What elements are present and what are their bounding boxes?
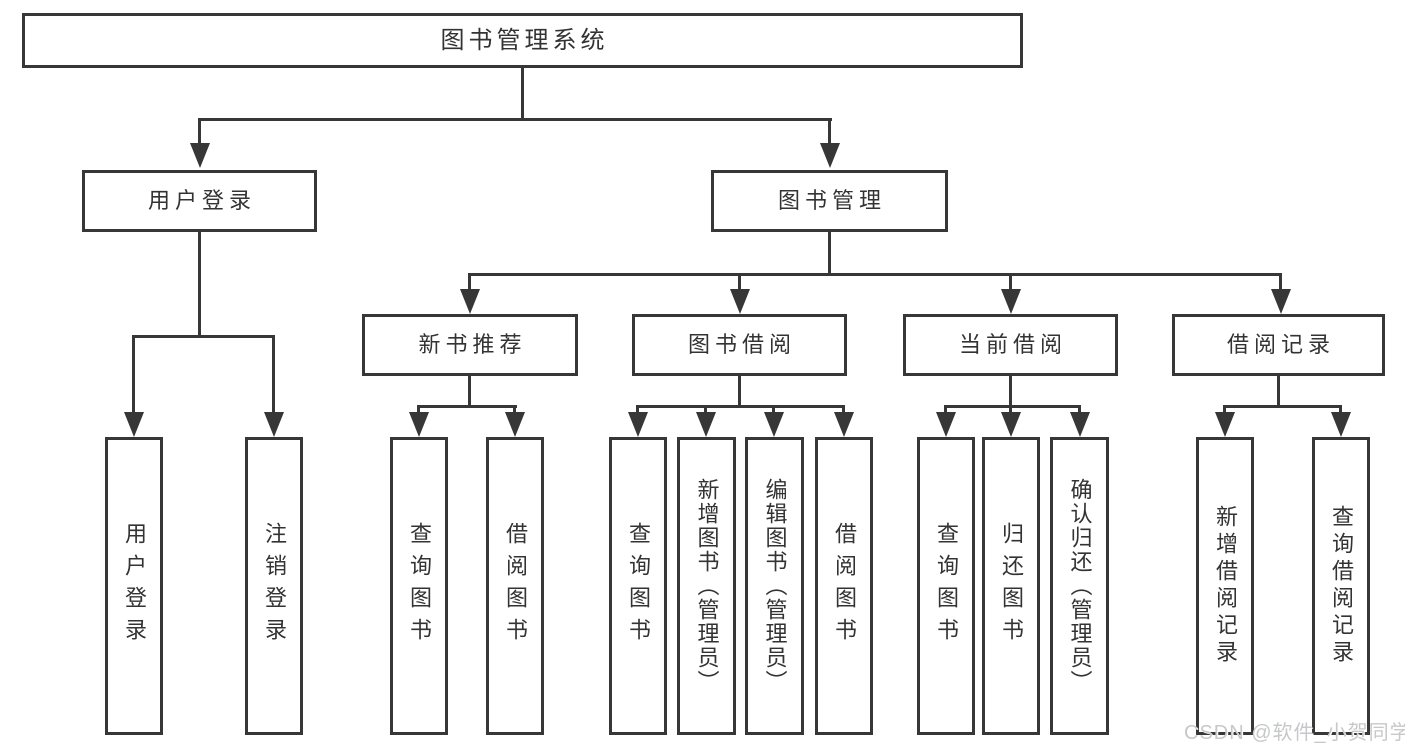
- connector-book-management-hline: [468, 273, 1282, 276]
- connector-book-management-stem: [828, 232, 831, 276]
- connector-current-borrowing-hline: [944, 405, 1081, 408]
- leaf-borrow-books-2: 借阅图书: [815, 437, 873, 735]
- leaf-logout: 注销登录: [245, 437, 303, 735]
- node-current-borrowing: 当前借阅: [903, 314, 1118, 376]
- connector-root-hline: [198, 118, 832, 121]
- node-user-login: 用户登录: [82, 170, 317, 232]
- arrow-to-user-login: [198, 118, 201, 143]
- arrow-to-new-book-recommend: [468, 273, 471, 289]
- connector-borrowing-records-hline: [1223, 405, 1342, 408]
- arrow-to-leaf-logout: [272, 335, 275, 412]
- leaf-query-books-3: 查询图书: [917, 437, 975, 735]
- arrow-to-leaf-edit-books: [772, 405, 775, 412]
- leaf-query-borrow-record: 查询借阅记录: [1312, 437, 1370, 735]
- leaf-add-books-admin: 新增图书（管理员）: [677, 437, 736, 735]
- arrow-to-leaf-add-borrow-record: [1223, 405, 1226, 412]
- leaf-query-books-2: 查询图书: [609, 437, 667, 735]
- arrow-to-book-borrowing: [738, 273, 741, 289]
- arrow-to-borrowing-records: [1279, 273, 1282, 289]
- arrow-to-current-borrowing: [1009, 273, 1012, 289]
- connector-user-login-hline: [132, 335, 275, 338]
- leaf-edit-books-admin: 编辑图书（管理员）: [745, 437, 804, 735]
- arrow-to-book-management: [828, 118, 831, 143]
- node-new-book-recommend: 新书推荐: [362, 314, 578, 376]
- arrow-to-leaf-confirm-return: [1078, 405, 1081, 412]
- leaf-return-books: 归还图书: [982, 437, 1040, 735]
- node-root: 图书管理系统: [22, 13, 1023, 68]
- connector-current-borrowing-stem: [1009, 376, 1012, 408]
- arrow-to-leaf-query-books-2: [636, 405, 639, 412]
- leaf-user-login: 用户登录: [105, 437, 163, 735]
- node-book-management: 图书管理: [711, 170, 948, 232]
- leaf-add-borrow-record: 新增借阅记录: [1196, 437, 1254, 735]
- connector-root-stem: [521, 68, 524, 121]
- arrow-to-leaf-borrow-books-2: [842, 405, 845, 412]
- arrow-to-leaf-return-books: [1009, 405, 1012, 412]
- leaf-query-books-1: 查询图书: [390, 437, 448, 735]
- connector-borrowing-records-stem: [1277, 376, 1280, 408]
- arrow-to-leaf-query-books-3: [944, 405, 947, 412]
- arrow-to-leaf-borrow-books-1: [513, 405, 516, 412]
- connector-new-book-recommend-stem: [468, 376, 471, 408]
- connector-book-borrowing-stem: [738, 376, 741, 408]
- arrow-to-leaf-query-borrow-record: [1339, 405, 1342, 412]
- connector-user-login-stem: [198, 232, 201, 338]
- leaf-confirm-return-admin: 确认归还（管理员）: [1050, 437, 1109, 735]
- arrow-to-leaf-query-books-1: [417, 405, 420, 412]
- arrow-to-leaf-user-login: [132, 335, 135, 412]
- watermark-text: CSDN @软件_小贺同学: [1184, 722, 1405, 744]
- connector-new-book-recommend-hline: [417, 405, 517, 408]
- arrow-to-leaf-add-books: [704, 405, 707, 412]
- node-borrowing-records: 借阅记录: [1172, 314, 1385, 376]
- node-book-borrowing: 图书借阅: [632, 314, 847, 376]
- connector-book-borrowing-hline: [636, 405, 845, 408]
- leaf-borrow-books-1: 借阅图书: [486, 437, 544, 735]
